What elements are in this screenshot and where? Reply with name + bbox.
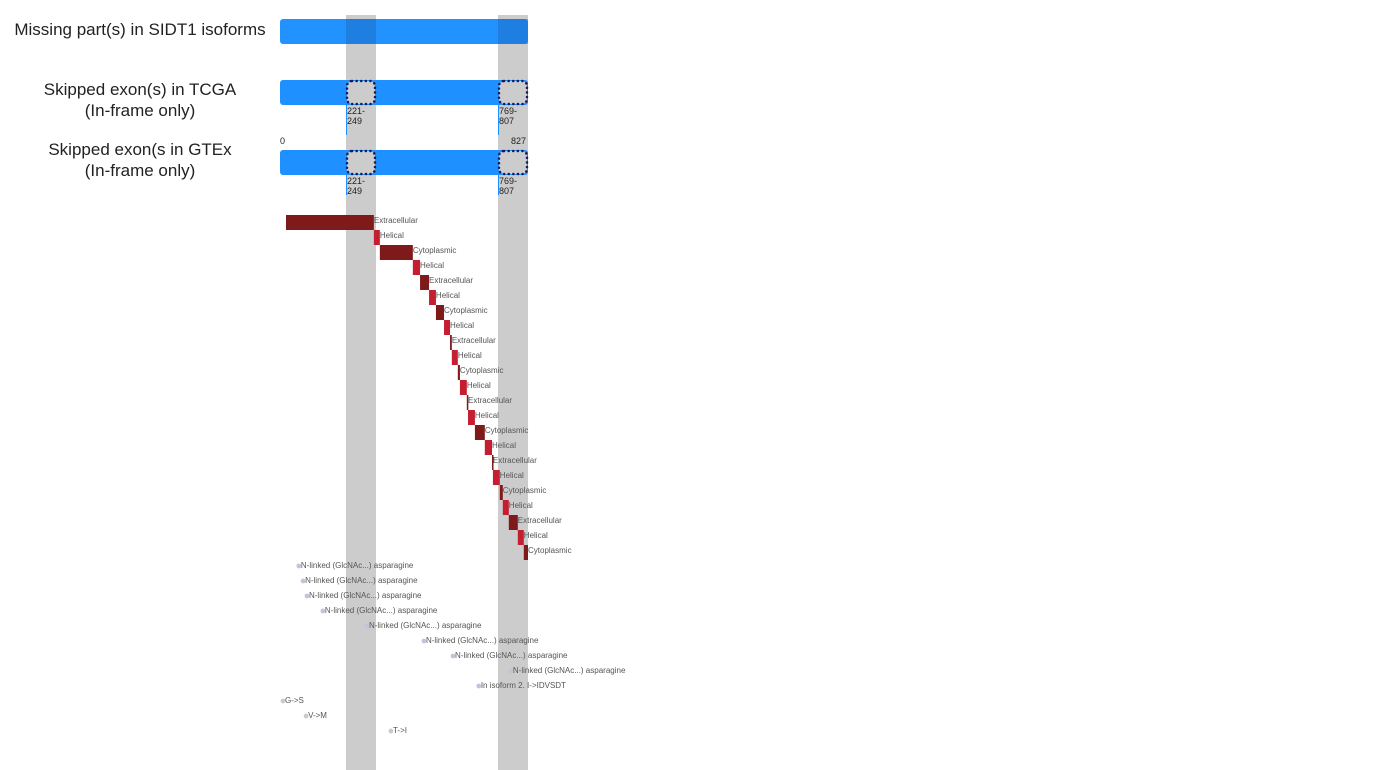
gtex-title: Skipped exon(s in GTEx xyxy=(48,140,232,159)
tcga-subtitle: (In-frame only) xyxy=(84,101,196,120)
skipped-exon-box xyxy=(497,79,529,106)
skipped-exon-label: 807 xyxy=(499,186,514,196)
topology-label: Helical xyxy=(436,291,460,300)
site-dot xyxy=(300,578,306,584)
topology-label: Helical xyxy=(492,441,516,450)
topology-label: Cytoplasmic xyxy=(528,546,572,555)
highlight-column xyxy=(346,15,376,770)
topology-cytoplasmic-bar xyxy=(457,365,460,380)
topology-cytoplasmic-bar xyxy=(499,485,503,500)
topology-extracellular-bar xyxy=(492,455,494,470)
site-dot xyxy=(320,608,326,614)
site-dot xyxy=(421,638,427,644)
axis-end-label: 827 xyxy=(511,136,526,146)
axis-start-label: 0 xyxy=(280,136,285,146)
track-bar xyxy=(280,19,528,44)
site-dot xyxy=(508,668,514,674)
topology-label: Extracellular xyxy=(374,216,418,225)
site-dot xyxy=(304,593,310,599)
site-dot xyxy=(364,623,370,629)
site-label: N-linked (GlcNAc...) asparagine xyxy=(325,606,438,615)
topology-label: Helical xyxy=(524,531,548,540)
skipped-exon-label: 249 xyxy=(347,116,362,126)
highlight-column xyxy=(498,15,528,770)
variant-label: T->I xyxy=(393,726,407,735)
overlap-shade xyxy=(498,19,528,44)
site-label: In isoform 2. I->IDVSDT xyxy=(481,681,566,690)
site-label: N-linked (GlcNAc...) asparagine xyxy=(305,576,418,585)
tcga-title: Skipped exon(s) in TCGA xyxy=(43,80,237,99)
skipped-exon-label: 769- xyxy=(499,176,517,186)
site-label: N-linked (GlcNAc...) asparagine xyxy=(369,621,482,630)
track-title-isoforms: Missing part(s) in SIDT1 isoforms xyxy=(14,20,266,39)
topology-cytoplasmic-bar xyxy=(379,245,413,260)
site-label: N-linked (GlcNAc...) asparagine xyxy=(455,651,568,660)
topology-extracellular-bar xyxy=(420,275,430,290)
site-dot xyxy=(296,563,302,569)
site-label: N-linked (GlcNAc...) asparagine xyxy=(513,666,626,675)
topology-label: Helical xyxy=(500,471,524,480)
topology-helical-bar xyxy=(492,470,500,485)
topology-helical-bar xyxy=(459,380,467,395)
topology-extracellular-bar xyxy=(466,395,469,410)
topology-label: Extracellular xyxy=(468,396,512,405)
topology-label: Helical xyxy=(380,231,404,240)
variant-label: G->S xyxy=(285,696,304,705)
skipped-exon-box xyxy=(497,149,529,176)
topology-helical-bar xyxy=(517,530,524,545)
site-dot xyxy=(450,653,456,659)
track-title-tcga: Skipped exon(s) in TCGA (In-frame only) xyxy=(0,79,280,121)
topology-cytoplasmic-bar xyxy=(474,425,485,440)
site-label: N-linked (GlcNAc...) asparagine xyxy=(309,591,422,600)
topology-helical-bar xyxy=(468,410,475,425)
skipped-exon-label: 807 xyxy=(499,116,514,126)
topology-extracellular-bar xyxy=(285,215,374,230)
topology-label: Extracellular xyxy=(493,456,537,465)
topology-label: Cytoplasmic xyxy=(503,486,547,495)
topology-label: Extracellular xyxy=(429,276,473,285)
topology-label: Cytoplasmic xyxy=(413,246,457,255)
topology-label: Cytoplasmic xyxy=(460,366,504,375)
topology-label: Cytoplasmic xyxy=(444,306,488,315)
skipped-exon-box xyxy=(345,149,377,176)
variant-dot xyxy=(280,698,286,704)
site-label: N-linked (GlcNAc...) asparagine xyxy=(426,636,539,645)
topology-cytoplasmic-bar xyxy=(435,305,445,320)
topology-helical-bar xyxy=(502,500,509,515)
track-bar xyxy=(280,80,528,105)
topology-extracellular-bar xyxy=(450,335,452,350)
topology-label: Helical xyxy=(450,321,474,330)
topology-label: Helical xyxy=(509,501,533,510)
topology-label: Helical xyxy=(458,351,482,360)
topology-extracellular-bar xyxy=(508,515,518,530)
topology-label: Helical xyxy=(467,381,491,390)
topology-label: Cytoplasmic xyxy=(485,426,529,435)
variant-dot xyxy=(303,713,309,719)
skipped-exon-label: 769- xyxy=(499,106,517,116)
site-dot xyxy=(476,683,482,689)
variant-dot xyxy=(388,728,394,734)
topology-helical-bar xyxy=(429,290,436,305)
topology-cytoplasmic-bar xyxy=(523,545,528,560)
topology-helical-bar xyxy=(451,350,458,365)
variant-label: V->M xyxy=(308,711,327,720)
track-title-gtex: Skipped exon(s in GTEx (In-frame only) xyxy=(0,139,280,181)
track-bar xyxy=(280,150,528,175)
gtex-subtitle: (In-frame only) xyxy=(84,161,196,180)
skipped-exon-label: 221- xyxy=(347,106,365,116)
topology-helical-bar xyxy=(444,320,451,335)
topology-label: Helical xyxy=(420,261,444,270)
topology-helical-bar xyxy=(373,230,380,245)
skipped-exon-label: 221- xyxy=(347,176,365,186)
skipped-exon-box xyxy=(345,79,377,106)
topology-label: Extracellular xyxy=(452,336,496,345)
skipped-exon-label: 249 xyxy=(347,186,362,196)
topology-helical-bar xyxy=(484,440,493,455)
topology-label: Extracellular xyxy=(518,516,562,525)
overlap-shade xyxy=(346,19,376,44)
topology-helical-bar xyxy=(412,260,421,275)
topology-label: Helical xyxy=(475,411,499,420)
site-label: N-linked (GlcNAc...) asparagine xyxy=(301,561,414,570)
